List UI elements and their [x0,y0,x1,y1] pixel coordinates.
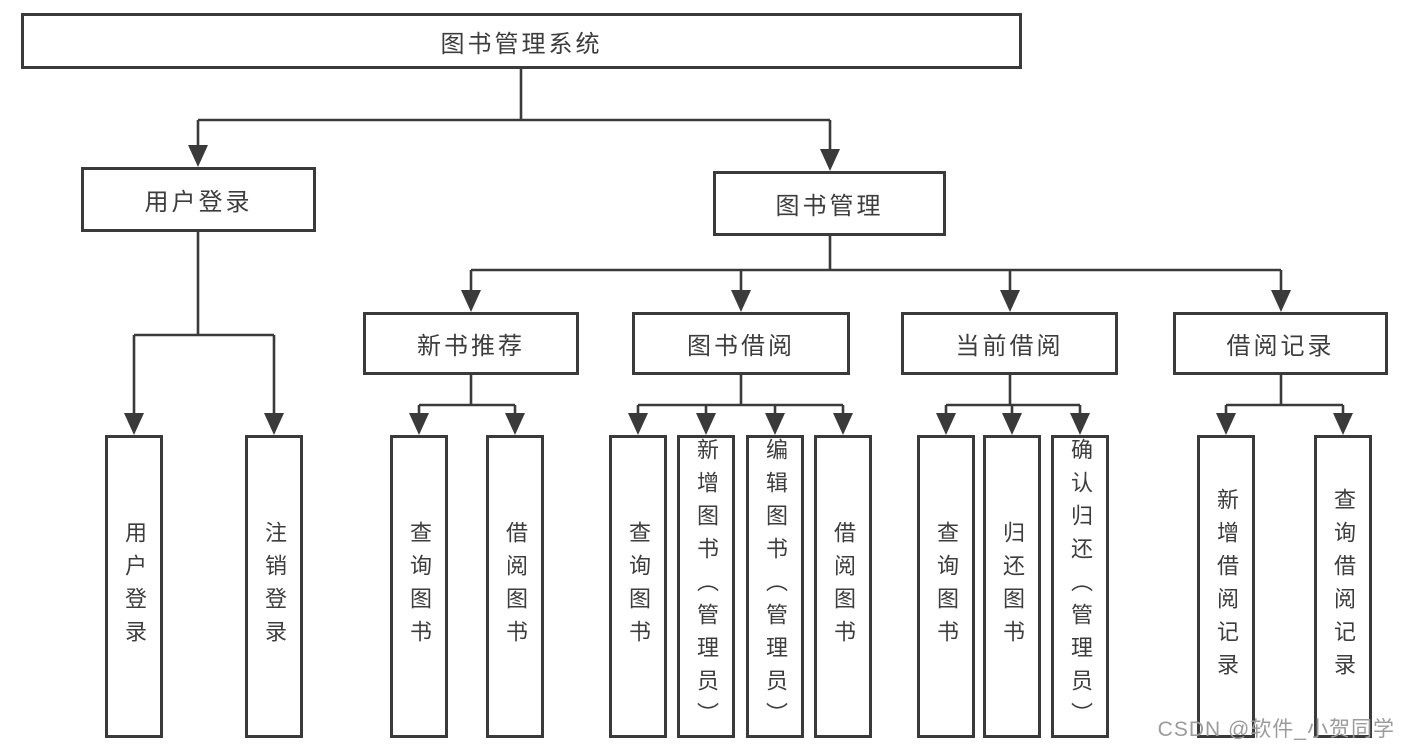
leaf-current-confirm-return-admin: 确认归还（管理员） [1051,435,1109,738]
leaf-logout-label: 注销登录 [262,520,287,653]
leaf-logout: 注销登录 [245,435,303,738]
leaf-user-login-label: 用户登录 [122,520,147,653]
leaf-record-add-record: 新增借阅记录 [1197,435,1255,738]
trunk-lines [134,69,1343,407]
leaf-borrow-borrow-books-label: 借阅图书 [831,520,856,653]
leaf-current-query-books: 查询图书 [917,435,975,738]
leaf-borrow-edit-books-admin-label: 编辑图书（管理员） [763,438,788,735]
node-book-management: 图书管理 [713,171,946,236]
leaf-current-return-books-label: 归还图书 [1000,520,1025,653]
leaf-new-query-books: 查询图书 [390,435,448,738]
node-group-current-borrow: 当前借阅 [901,312,1118,375]
node-group-borrow-records: 借阅记录 [1173,312,1388,375]
node-group-book-borrow: 图书借阅 [632,312,850,375]
leaf-record-add-record-label: 新增借阅记录 [1214,487,1239,686]
leaf-record-query-record: 查询借阅记录 [1314,435,1372,738]
leaf-borrow-borrow-books: 借阅图书 [814,435,872,738]
leaf-new-borrow-books-label: 借阅图书 [503,520,528,653]
leaf-borrow-add-books-admin: 新增图书（管理员） [677,435,735,738]
leaf-current-query-books-label: 查询图书 [934,520,959,653]
leaf-record-query-record-label: 查询借阅记录 [1331,487,1356,686]
leaf-current-return-books: 归还图书 [983,435,1041,738]
leaf-borrow-query-books-label: 查询图书 [626,520,651,653]
leaf-new-borrow-books: 借阅图书 [486,435,544,738]
node-user-login-branch: 用户登录 [81,167,316,232]
leaf-borrow-add-books-admin-label: 新增图书（管理员） [694,438,719,735]
leaf-new-query-books-label: 查询图书 [407,520,432,653]
csdn-watermark: CSDN @软件_小贺同学 [1157,718,1395,741]
leaf-borrow-query-books: 查询图书 [609,435,667,738]
leaf-current-confirm-return-admin-label: 确认归还（管理员） [1068,438,1093,735]
leaf-user-login: 用户登录 [105,435,163,738]
node-library-system: 图书管理系统 [21,13,1022,69]
leaf-borrow-edit-books-admin: 编辑图书（管理员） [746,435,804,738]
node-group-new-books: 新书推荐 [363,312,579,375]
